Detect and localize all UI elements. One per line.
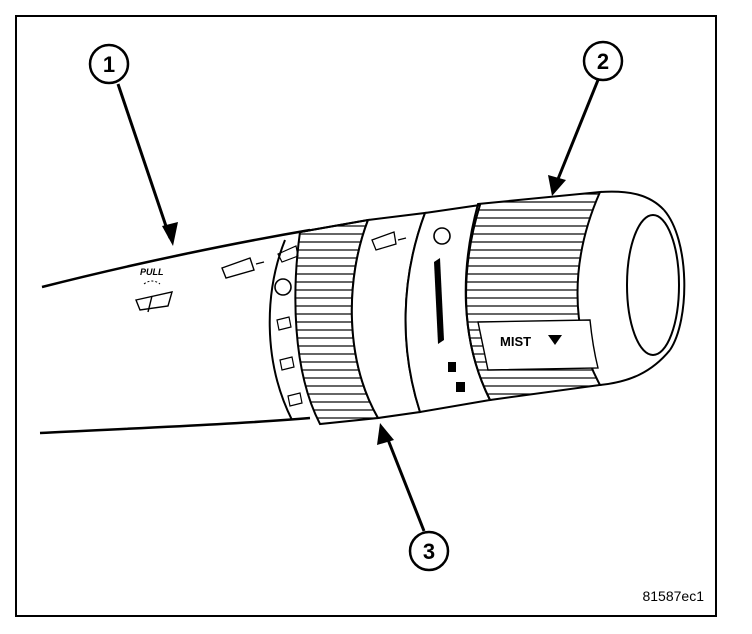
rear-ring xyxy=(268,239,303,421)
marker-2 xyxy=(456,382,465,392)
callout-1-number: 1 xyxy=(103,52,115,77)
figure-id: 81587ec1 xyxy=(642,588,704,604)
off-marker-icon xyxy=(433,227,451,245)
washer-spray-icon xyxy=(135,280,173,313)
callout-2: 2 xyxy=(548,40,624,196)
high-position-icon xyxy=(287,392,303,407)
arrow-icon xyxy=(554,79,600,185)
callout-3-number: 3 xyxy=(423,539,435,564)
figure-frame xyxy=(15,15,717,617)
callout-2-number: 2 xyxy=(597,49,609,74)
speed-indicator-bar xyxy=(434,258,444,344)
arrow-down-icon xyxy=(548,335,562,345)
pull-label: PULL xyxy=(140,267,164,277)
windshield-wiper-icon xyxy=(221,245,299,279)
arrow-icon xyxy=(116,83,172,239)
delay-position-icon xyxy=(276,316,292,331)
mist-label: MIST xyxy=(500,334,531,349)
callout-1: 1 xyxy=(88,43,178,246)
arrow-icon xyxy=(383,431,426,532)
callout-3: 3 xyxy=(377,423,450,572)
knob-end-cap xyxy=(626,214,680,356)
wiper-mode-icon xyxy=(371,231,397,251)
pull-label-group: PULL xyxy=(135,267,173,313)
end-knob: MIST xyxy=(464,190,686,402)
lever-stalk xyxy=(39,228,311,435)
marker-1 xyxy=(448,362,456,372)
low-position-icon xyxy=(279,356,295,371)
off-position-icon xyxy=(274,278,292,296)
mist-label-panel xyxy=(477,319,599,371)
